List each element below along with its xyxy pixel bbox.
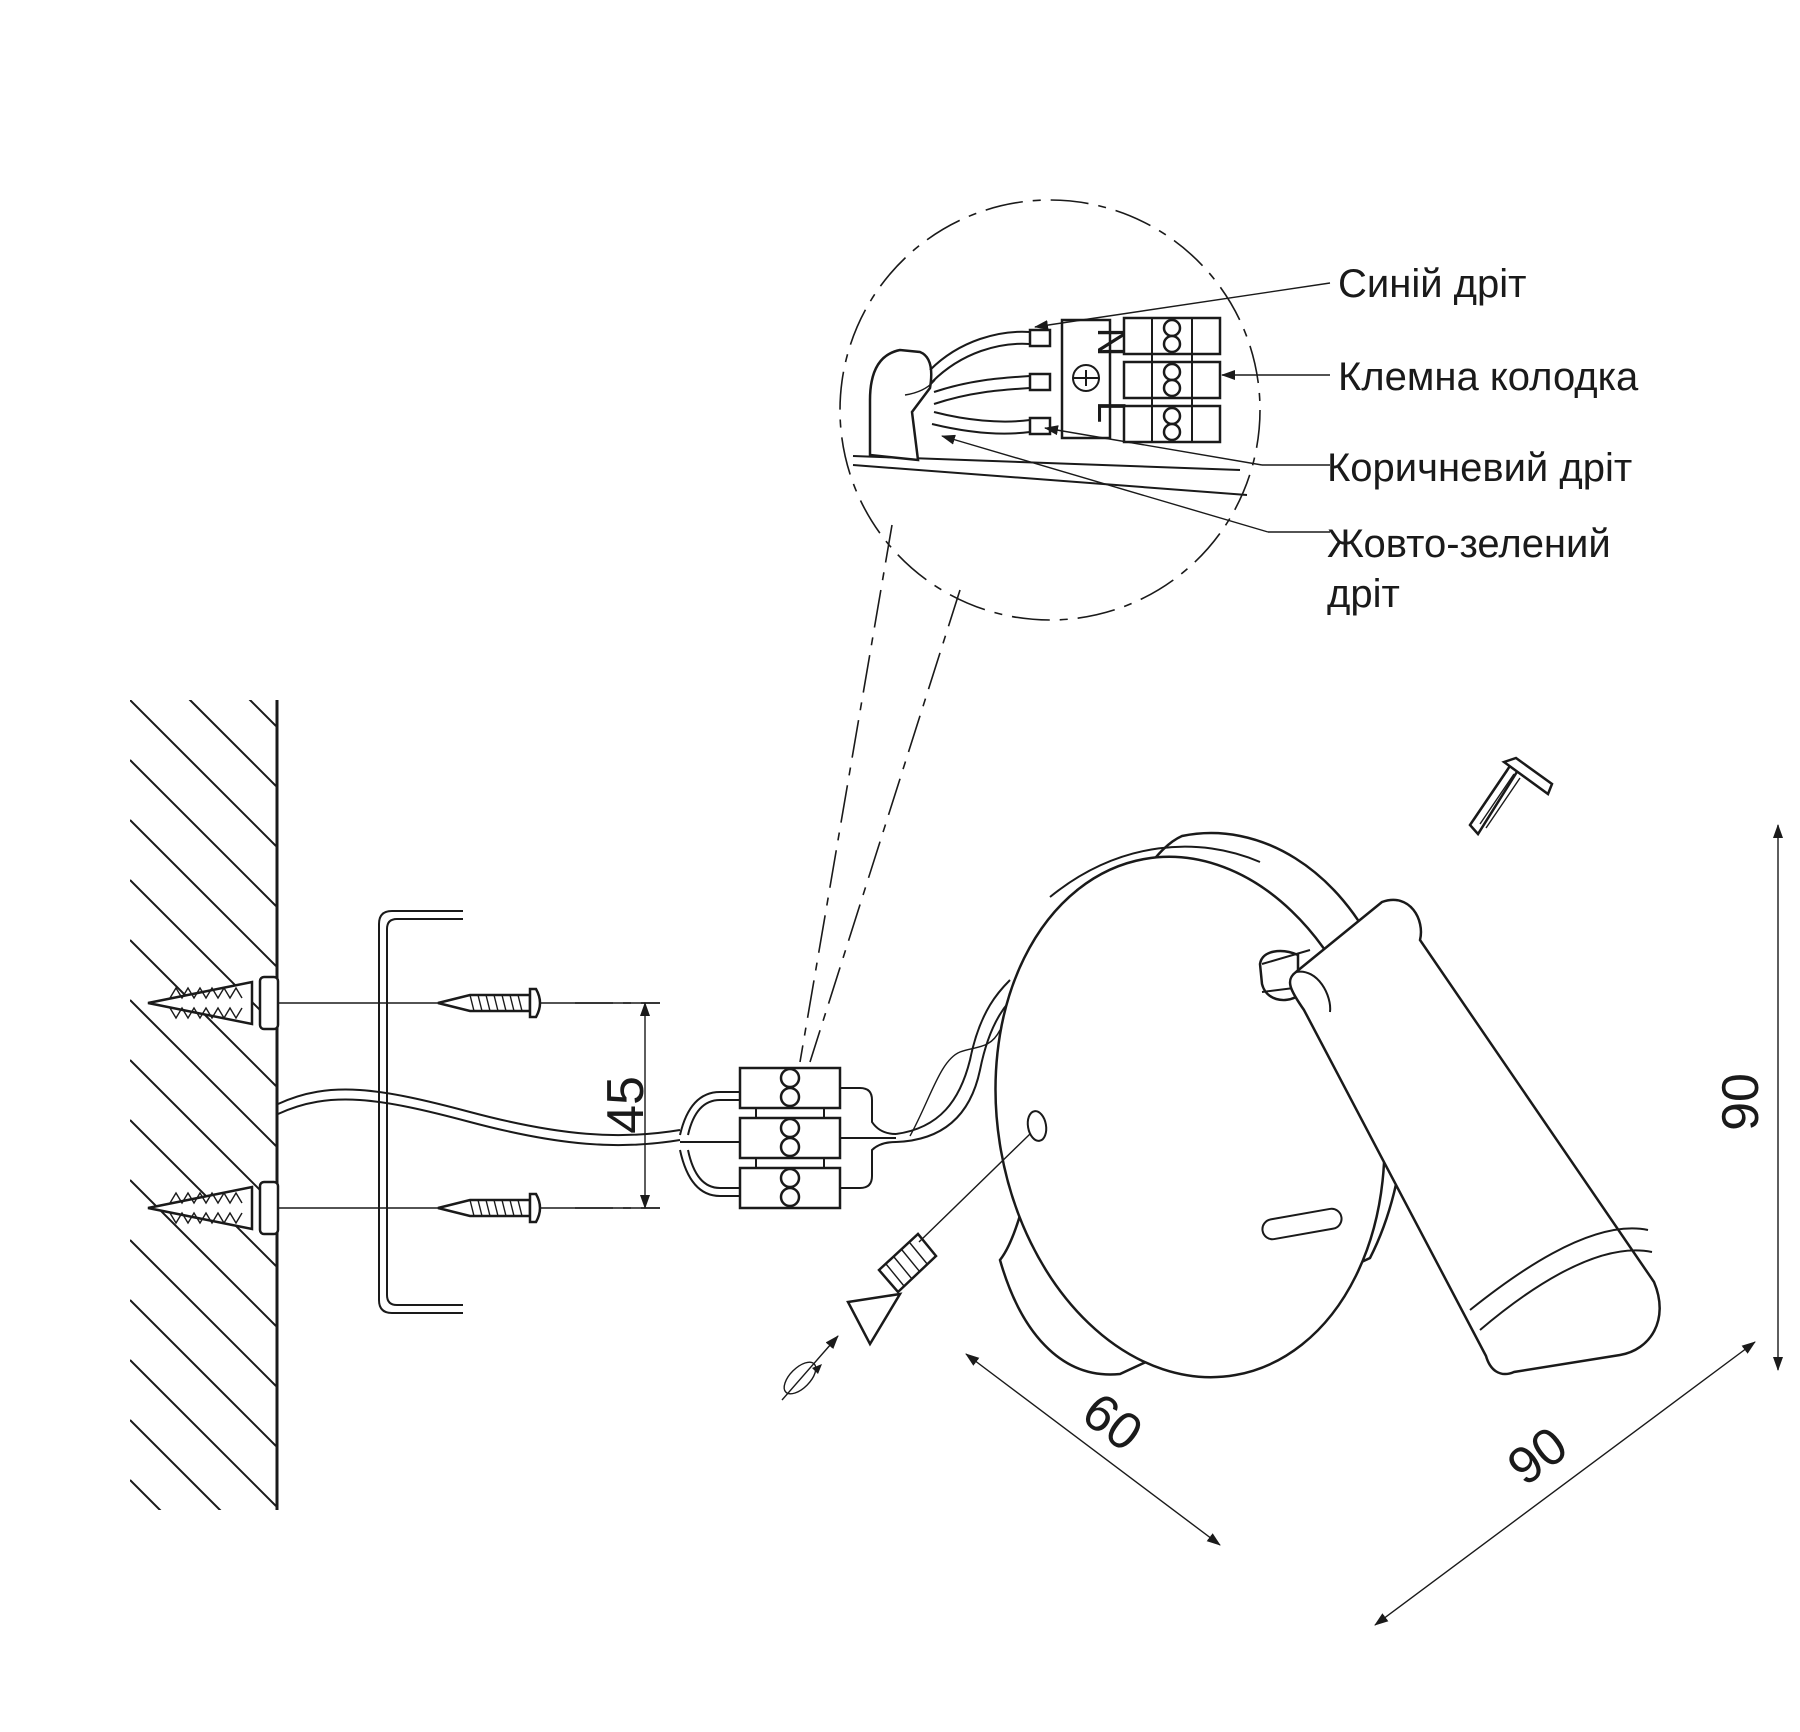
lamp-cable-inner: [909, 1029, 1001, 1137]
upper-wall-plug: [147, 975, 280, 1031]
body-screw-axis: [918, 1133, 1031, 1243]
dimension-mount-spacing-label: 45: [597, 1076, 655, 1134]
callout-yellow-green-wire-1: Жовто-зелений: [1327, 522, 1611, 566]
dimension-depth-label: 60: [1072, 1382, 1153, 1463]
wall: [130, 700, 279, 1510]
dimension-height: 90: [1712, 824, 1783, 1371]
lamp-base-edge: [1049, 845, 1261, 898]
body-screw: [846, 1232, 938, 1347]
dimension-width-label: 90: [1497, 1416, 1578, 1497]
mounting-bracket: [378, 910, 463, 1314]
callout-brown-wire: Коричневий дріт: [1327, 446, 1632, 490]
detail-ground-wire: [933, 375, 1031, 405]
detail-ground-mark: [1072, 364, 1100, 392]
lower-wall-plug: [147, 1180, 280, 1236]
detail-view-outline: [839, 199, 1261, 621]
detail-cable-jacket: [868, 348, 933, 462]
zoom-leader-right: [809, 589, 961, 1063]
supply-cable: [277, 1088, 681, 1147]
wall-hatching: [130, 700, 276, 1510]
leader-yg-wire-diag: [941, 434, 1269, 533]
insert-arrow: [781, 1335, 839, 1401]
callout-terminal-block: Клемна колодка: [1338, 355, 1639, 399]
detail-terminal-block: [1122, 316, 1222, 444]
connector-block: [679, 1066, 897, 1210]
detail-view: N L: [839, 199, 1261, 621]
rotate-arrow-icon: [783, 1361, 822, 1395]
detail-mark-l: L: [1089, 401, 1133, 423]
lamp-mount-hole: [1026, 1110, 1048, 1142]
detail-brown-wire: [931, 411, 1031, 435]
callout-blue-wire: Синій дріт: [1338, 262, 1526, 306]
callout-yellow-green-wire-2: дріт: [1327, 572, 1400, 616]
lamp-spotlight-ring: [1469, 1227, 1649, 1311]
zoom-leader-left: [799, 524, 893, 1063]
dimension-height-label: 90: [1712, 1073, 1770, 1131]
ceiling-screw: [1468, 756, 1554, 837]
lamp-slot: [1261, 1207, 1343, 1241]
lower-wood-screw: [437, 1192, 542, 1224]
dimension-depth: 60: [965, 1353, 1221, 1546]
leader-brown-wire-diag: [1044, 425, 1263, 466]
upper-wood-screw: [437, 987, 542, 1019]
leader-blue-wire: [1034, 282, 1331, 331]
detail-mount-surface: [852, 464, 1248, 496]
detail-blue-wire: [929, 330, 1031, 383]
dimension-mount-spacing: 45: [597, 1002, 660, 1209]
lamp: [994, 831, 1661, 1379]
dimension-width: 90: [1374, 1341, 1756, 1626]
